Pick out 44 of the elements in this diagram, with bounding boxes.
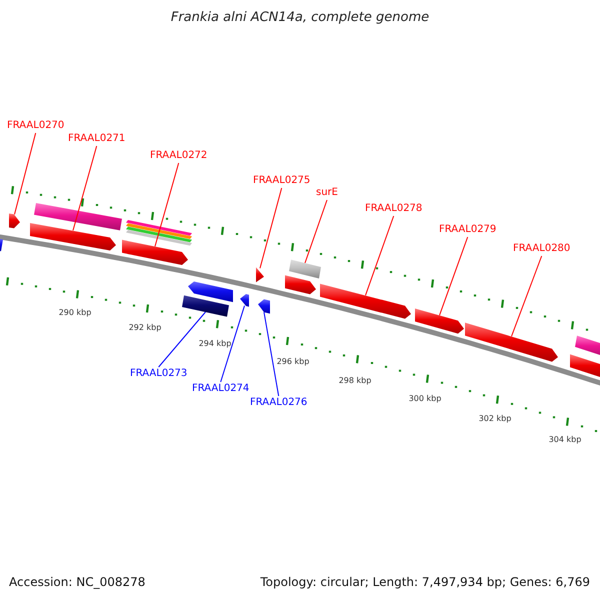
gene-label: FRAAL0275 — [253, 175, 310, 187]
leader-line — [14, 132, 36, 215]
gene-feature — [415, 308, 464, 334]
gene-feature — [256, 267, 264, 282]
genome-info-text: Topology: circular; Length: 7,497,934 bp; Genes: 6,769 — [260, 575, 590, 589]
gene-label: FRAAL0280 — [513, 243, 570, 255]
leader-line — [304, 200, 328, 264]
gene-feature — [240, 294, 249, 307]
gene-label: FRAAL0274 — [192, 383, 250, 395]
gene-feature — [122, 240, 188, 265]
scale-label: 290 kbp — [58, 308, 92, 318]
title: Frankia alni ACN14a, complete genome — [170, 10, 430, 25]
gene-feature — [258, 299, 270, 314]
leader-line — [220, 305, 245, 382]
gene-feature — [9, 214, 20, 228]
gene-feature — [182, 295, 229, 317]
scale-label: 294 kbp — [198, 339, 232, 349]
accession-text: Accession: NC_008278 — [9, 575, 146, 589]
gene-label: FRAAL0278 — [365, 203, 422, 215]
scale-label: 292 kbp — [128, 323, 162, 333]
leader-line — [260, 188, 282, 269]
gene-label: FRAAL0273 — [130, 368, 188, 380]
leader-line — [439, 236, 468, 316]
leader-line — [72, 146, 98, 232]
gene-label: FRAAL0276 — [250, 397, 308, 409]
gene-feature — [465, 322, 558, 362]
gene-label: FRAAL0271 — [68, 133, 126, 145]
leader-line — [158, 312, 206, 368]
leader-line — [511, 256, 542, 337]
gene-label: FRAAL0279 — [439, 224, 496, 236]
scale-label: 298 kbp — [338, 376, 372, 386]
gene-feature — [30, 223, 116, 250]
leader-line — [264, 312, 280, 396]
leader-line — [154, 162, 180, 247]
scale-label: 304 kbp — [548, 435, 582, 445]
gene-label: FRAAL0270 — [7, 120, 64, 132]
scale-label: 296 kbp — [276, 357, 310, 367]
scale-label: 300 kbp — [408, 394, 442, 404]
gene-feature — [289, 260, 321, 278]
scale-label: 302 kbp — [478, 414, 512, 424]
leader-line — [365, 216, 394, 296]
gene-label: FRAAL0272 — [150, 150, 208, 162]
gene-feature — [320, 284, 411, 319]
gene-label: surE — [316, 187, 338, 199]
